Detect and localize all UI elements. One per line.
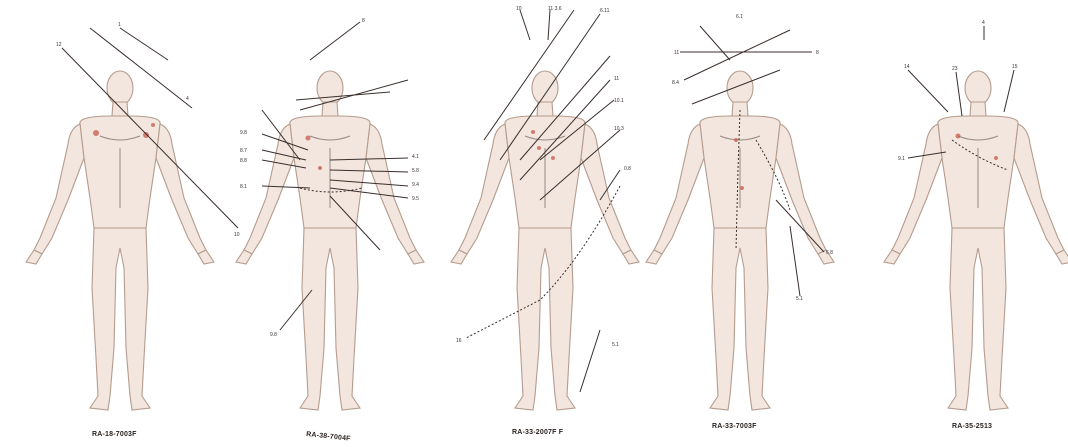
svg-text:23: 23 (952, 66, 958, 72)
svg-text:6.11: 6.11 (600, 8, 610, 14)
svg-text:10: 10 (516, 6, 522, 12)
figure-1 (26, 71, 214, 410)
svg-text:4: 4 (982, 20, 985, 26)
svg-text:8.7: 8.7 (240, 148, 247, 154)
figure-5 (884, 71, 1068, 410)
svg-text:15: 15 (1012, 64, 1018, 70)
svg-text:16: 16 (456, 338, 462, 344)
figure-4-caption: RA-33-7003F (712, 423, 757, 430)
svg-text:11: 11 (614, 76, 619, 82)
svg-text:8.8: 8.8 (240, 158, 247, 164)
svg-text:5.1: 5.1 (612, 342, 619, 348)
svg-text:8: 8 (816, 50, 819, 56)
svg-text:10: 10 (234, 232, 240, 238)
figure-5-caption: RA-35-2513 (952, 423, 992, 430)
figure-1-caption: RA-18-7003F (92, 431, 137, 438)
svg-text:6.1: 6.1 (736, 14, 743, 20)
svg-text:14: 14 (904, 64, 910, 70)
svg-text:8.4: 8.4 (672, 80, 679, 86)
svg-text:9.8: 9.8 (270, 332, 277, 338)
svg-text:8: 8 (362, 18, 365, 24)
figure-3 (451, 71, 639, 410)
figure-2 (236, 71, 424, 410)
svg-text:1: 1 (118, 22, 121, 28)
svg-text:9.1: 9.1 (898, 156, 905, 162)
svg-text:10.1: 10.1 (614, 98, 624, 104)
figure-4 (646, 71, 834, 410)
svg-text:5.8: 5.8 (412, 168, 419, 174)
svg-text:6.8: 6.8 (826, 250, 833, 256)
figure-3-caption: RA-33-2007F F (512, 429, 564, 436)
svg-text:10.3: 10.3 (614, 126, 624, 132)
svg-text:9.8: 9.8 (240, 130, 247, 136)
svg-text:4.1: 4.1 (412, 154, 419, 160)
svg-text:8.1: 8.1 (240, 184, 247, 190)
figure-2-caption: RA-38-7004F (306, 431, 352, 443)
svg-text:11 3.6: 11 3.6 (548, 6, 562, 12)
svg-text:12: 12 (56, 42, 62, 48)
svg-text:4: 4 (186, 96, 189, 102)
svg-text:11: 11 (674, 50, 679, 56)
svg-text:9.5: 9.5 (412, 196, 419, 202)
svg-text:0.8: 0.8 (624, 166, 631, 172)
svg-text:9.4: 9.4 (412, 182, 419, 188)
svg-text:5.1: 5.1 (796, 296, 803, 302)
